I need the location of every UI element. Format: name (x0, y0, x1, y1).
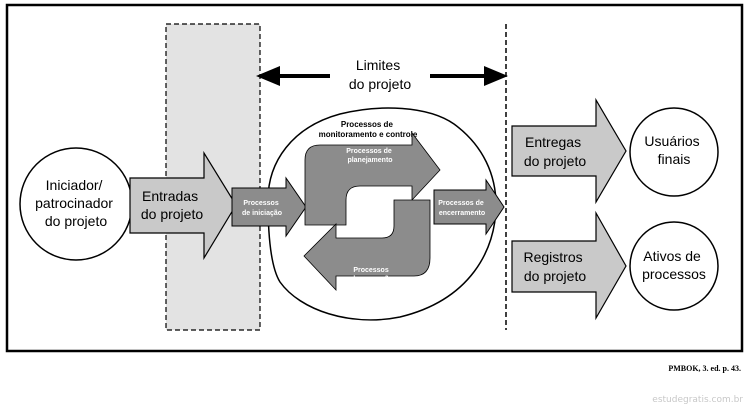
watermark: estudegratis.com.br (652, 395, 743, 405)
source-caption: PMBOK, 3. ed. p. 43. (668, 364, 741, 373)
svg-text:Iniciador/ patrocinador: Iniciador/ patrocinador do projeto (35, 177, 117, 229)
svg-text:Entradas do projeto: Entradas do projeto (141, 188, 203, 222)
svg-text:Processos de iniciação: Processos de iniciação (242, 200, 282, 217)
closing-processes-arrow: Processos de encerramento (433, 178, 505, 236)
svg-text:Ativos de processos: Ativos de processos (642, 248, 706, 282)
deliverables-arrow: Entregas do projeto (511, 97, 627, 205)
svg-text:Registros do projeto: Registros do projeto (523, 249, 586, 284)
records-arrow: Registros do projeto (511, 210, 627, 321)
monitoring-control-label: Processos de monitoramento e controle (319, 120, 418, 139)
planning-processes-arrow: Processos de planejamento (304, 131, 441, 226)
executing-processes-arrow: Processos de execução (303, 199, 431, 292)
inputs-arrow: Entradas do projeto (129, 150, 237, 261)
sponsor-node: Iniciador/ patrocinador do projeto (19, 147, 133, 261)
end-users-node: Usuários finais (629, 107, 719, 197)
diagram-frame (5, 3, 744, 353)
svg-text:Processos de encerrament: Processos de encerramento (438, 200, 485, 217)
svg-text:Processos de execução: Processos de execução (351, 267, 393, 283)
svg-text:Usuários finais: Usuários finais (644, 133, 703, 167)
boundary-label: Limites do projeto (349, 57, 411, 92)
initiating-processes-arrow: Processos de iniciação (231, 176, 307, 238)
svg-text:Processos de planejament: Processos de planejamento (346, 148, 393, 164)
process-assets-node: Ativos de processos (629, 221, 719, 311)
svg-text:Entregas do projeto: Entregas do projeto (524, 134, 586, 169)
